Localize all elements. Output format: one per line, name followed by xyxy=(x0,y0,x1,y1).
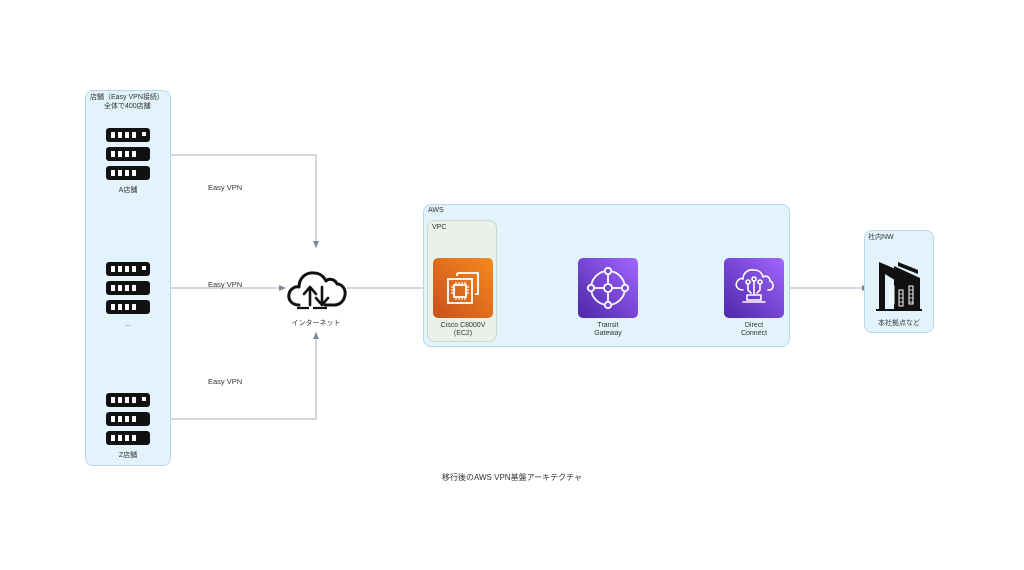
cloud-upload-download-icon[interactable] xyxy=(287,265,347,311)
hq-label: 本社拠点など xyxy=(878,320,920,327)
diagram-caption: 移行後のAWS VPN基盤アーキテクチャ xyxy=(441,473,583,482)
edge-label-easy-vpn-mid: Easy VPN xyxy=(208,280,243,289)
server-rack-icon[interactable] xyxy=(105,262,151,316)
direct-connect-label: Direct Connect xyxy=(740,322,768,337)
edge-label-easy-vpn-z: Easy VPN xyxy=(208,377,243,386)
direct-connect-node[interactable] xyxy=(724,258,784,318)
c8000v-label: Cisco C8000V (EC2) xyxy=(440,322,486,337)
stores-group-label-line2: 全体で400店舗 xyxy=(104,103,151,110)
edge-store-a-internet xyxy=(159,154,319,248)
store-a-label: A店舗 xyxy=(118,187,138,194)
aws-group-label: AWS xyxy=(428,207,444,214)
store-z-label: Z店舗 xyxy=(118,452,138,459)
transit-gateway-node[interactable] xyxy=(578,258,638,318)
server-rack-icon[interactable] xyxy=(105,393,151,447)
transit-gateway-label: Transit Gateway xyxy=(594,322,622,337)
internet-label: インターネット xyxy=(291,320,341,327)
ec2-instance-icon xyxy=(447,272,479,304)
c8000v-node[interactable] xyxy=(433,258,493,318)
store-mid-label: ... xyxy=(125,321,131,328)
transit-gateway-icon xyxy=(586,266,630,310)
corp-nw-group-label: 社内NW xyxy=(868,234,894,241)
edge-label-easy-vpn-a: Easy VPN xyxy=(208,183,243,192)
factory-building-icon[interactable] xyxy=(874,260,924,314)
edge-store-z-internet xyxy=(159,332,319,420)
vpc-group-label: VPC xyxy=(432,224,447,231)
server-rack-icon[interactable] xyxy=(105,128,151,182)
stores-group-label-line1: 店舗（Easy VPN接続） xyxy=(90,94,164,101)
direct-connect-icon xyxy=(735,269,774,303)
